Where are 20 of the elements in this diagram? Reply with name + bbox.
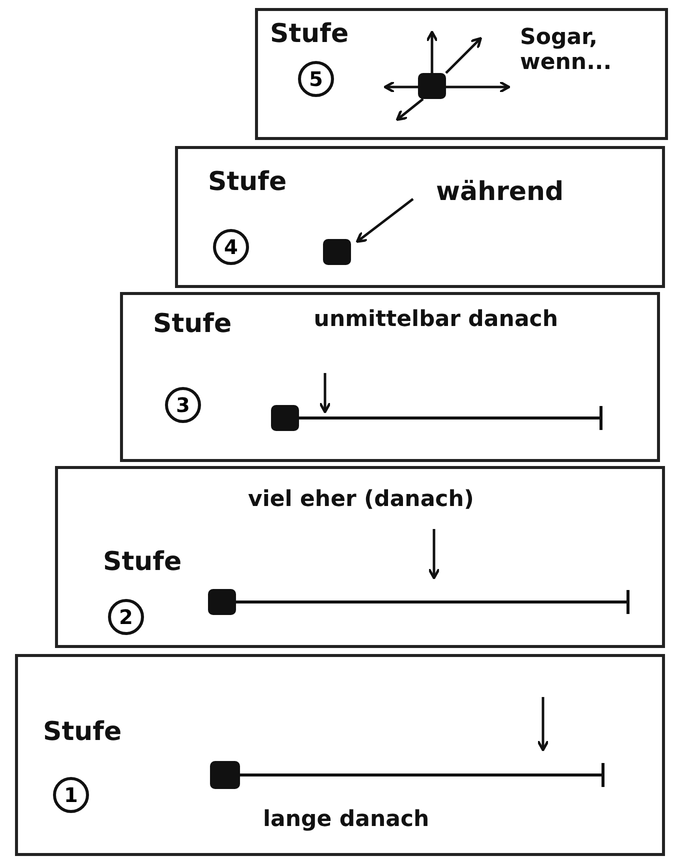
stage-number: 4 (213, 229, 249, 265)
timing-text: unmittelbar danach (312, 307, 558, 332)
stage-card (15, 654, 665, 856)
stage-heading: Stufe (103, 547, 182, 577)
stage-card (120, 292, 660, 462)
stage-number: 1 (53, 777, 89, 813)
timing-text: Sogar, wenn... (520, 25, 613, 75)
stage-number: 5 (298, 61, 334, 97)
stage-heading: Stufe (43, 717, 122, 747)
stage-heading: Stufe (270, 19, 349, 49)
timing-text: viel eher (danach) (248, 487, 474, 512)
stage-card (55, 466, 665, 648)
stage-number: 2 (108, 599, 144, 635)
timing-text: lange danach (263, 807, 430, 832)
stage-card (255, 8, 668, 140)
stage-heading: Stufe (153, 309, 232, 339)
stage-number: 3 (165, 387, 201, 423)
timing-text: während (436, 177, 564, 207)
stage-card (175, 146, 665, 288)
stage-heading: Stufe (208, 167, 287, 197)
